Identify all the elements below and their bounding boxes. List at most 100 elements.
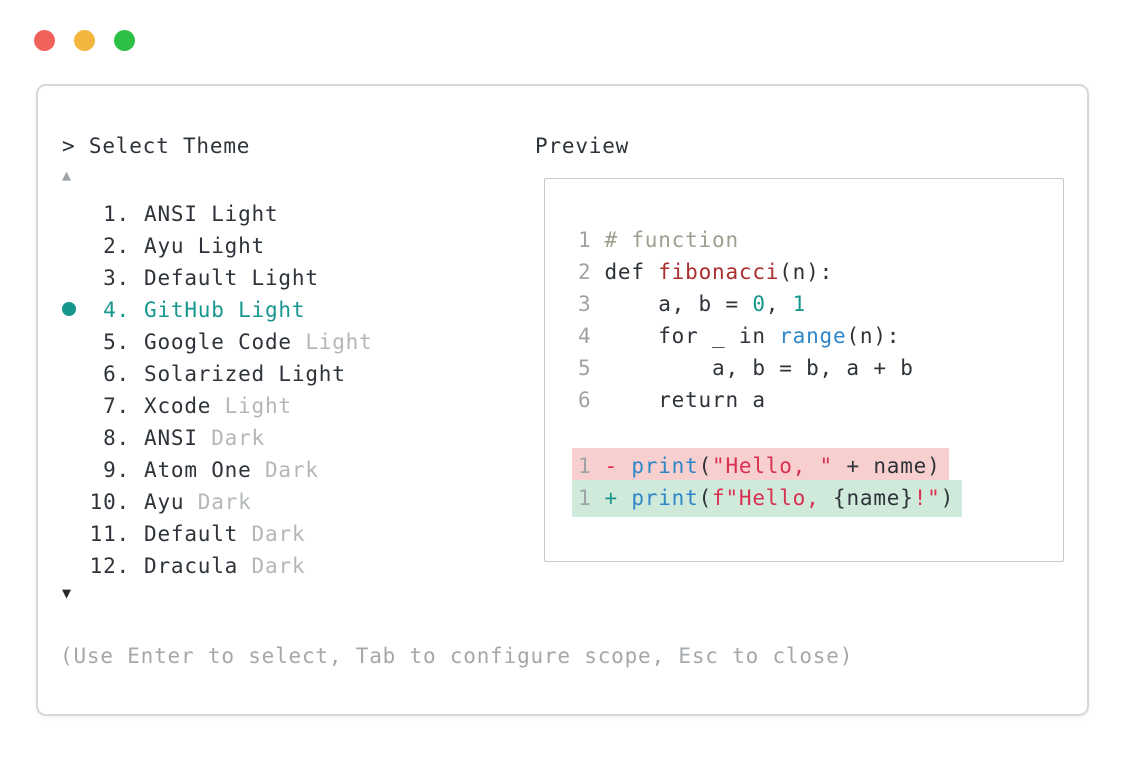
- theme-name: Dracula: [144, 554, 239, 578]
- scroll-up-icon[interactable]: ▲: [62, 166, 72, 184]
- zoom-button[interactable]: [114, 30, 135, 51]
- close-button[interactable]: [34, 30, 55, 51]
- theme-name: Google Code: [144, 330, 292, 354]
- code-line: 3 a, b = 0, 1: [578, 288, 1055, 320]
- line-number: 4: [578, 324, 592, 348]
- line-number: 1: [578, 228, 592, 252]
- diff-added-line: 1+ print(f"Hello, {name}!"): [572, 480, 1055, 517]
- marker-spacer: [62, 454, 86, 486]
- code-line: 1 # function: [578, 224, 1055, 256]
- theme-number: 2.: [103, 234, 130, 258]
- theme-item-ayu-dark[interactable]: 10. Ayu Dark: [62, 486, 532, 518]
- code-token-num: 1: [792, 292, 807, 316]
- scroll-down-icon[interactable]: ▼: [62, 584, 72, 602]
- theme-name: Ayu: [144, 490, 185, 514]
- theme-item-ansi-dark[interactable]: 8. ANSI Dark: [62, 422, 532, 454]
- line-number: 5: [578, 356, 592, 380]
- theme-item-ansi-light[interactable]: 1.ANSI Light: [62, 198, 532, 230]
- code-token-del: -: [604, 454, 632, 478]
- theme-name: ANSI Light: [144, 202, 279, 226]
- code-blank-line: [578, 416, 1055, 448]
- theme-item-xcode-light[interactable]: 7. Xcode Light: [62, 390, 532, 422]
- code-line: 4 for _ in range(n):: [578, 320, 1055, 352]
- selected-dot-icon: [62, 302, 76, 316]
- theme-name: Ayu Light: [144, 234, 265, 258]
- marker-spacer: [62, 518, 86, 550]
- theme-name: Atom One: [144, 458, 252, 482]
- theme-number: 10.: [89, 490, 130, 514]
- theme-item-google-code-light[interactable]: 5. Google Code Light: [62, 326, 532, 358]
- theme-item-default-light[interactable]: 3.Default Light: [62, 262, 532, 294]
- panel-title: > Select Theme: [62, 134, 251, 158]
- code-token-string: f"Hello,: [712, 486, 834, 510]
- code-token-text: (: [698, 454, 713, 478]
- code-line-content: 5 a, b = b, a + b: [578, 352, 914, 384]
- theme-variant: Dark: [238, 522, 306, 546]
- theme-item-atom-one-dark[interactable]: 9. Atom One Dark: [62, 454, 532, 486]
- diff-removed-line: 1- print("Hello, " + name): [572, 448, 1055, 485]
- theme-number: 4.: [103, 298, 130, 322]
- code-token-add: +: [604, 486, 632, 510]
- theme-item-ayu-light[interactable]: 2. Ayu Light: [62, 230, 532, 262]
- theme-item-solarized-light[interactable]: 6. Solarized Light: [62, 358, 532, 390]
- marker-spacer: [62, 198, 86, 230]
- code-token-builtin: range: [779, 324, 847, 348]
- preview-label: Preview: [535, 134, 630, 158]
- code-token-text: (n):: [846, 324, 901, 348]
- theme-number: 6.: [103, 362, 130, 386]
- code-token-comment: # function: [604, 228, 739, 252]
- code-token-string: "Hello, ": [712, 454, 834, 478]
- marker-spacer: [62, 390, 86, 422]
- marker-spacer: [62, 262, 86, 294]
- theme-number: 5.: [103, 330, 130, 354]
- minimize-button[interactable]: [74, 30, 95, 51]
- line-number: 2: [578, 260, 592, 284]
- code-token-text: ): [940, 486, 955, 510]
- code-line: 5 a, b = b, a + b: [578, 352, 1055, 384]
- code-token-func: fibonacci: [658, 260, 780, 284]
- code-token-builtin: print: [631, 486, 699, 510]
- code-token-text: ,: [765, 292, 793, 316]
- theme-name: GitHub Light: [144, 298, 306, 322]
- marker-spacer: [62, 422, 86, 454]
- theme-number: 8.: [103, 426, 130, 450]
- theme-selector-panel: > Select Theme ▲ 1.ANSI Light 2. Ayu Light…: [36, 84, 1089, 716]
- code-line-content: 1 # function: [578, 224, 739, 256]
- window-controls: [34, 30, 135, 51]
- code-token-text: return a: [604, 388, 766, 412]
- theme-variant: Light: [291, 330, 373, 354]
- theme-item-github-light[interactable]: 4. GitHub Light: [62, 294, 532, 326]
- theme-number: 7.: [103, 394, 130, 418]
- theme-variant: Dark: [197, 426, 265, 450]
- theme-item-default-dark[interactable]: 11. Default Dark: [62, 518, 532, 550]
- code-token-num: 0: [752, 292, 766, 316]
- code-token-text: a, b = b, a + b: [604, 356, 914, 380]
- code-token-text: for _ in: [604, 324, 780, 348]
- line-number: 1: [578, 486, 592, 510]
- marker-spacer: [62, 326, 86, 358]
- selected-indicator: [62, 294, 86, 326]
- marker-spacer: [62, 486, 86, 518]
- code-token-text: + name): [833, 454, 941, 478]
- theme-variant: Dark: [251, 458, 319, 482]
- theme-item-dracula-dark[interactable]: 12.Dracula Dark: [62, 550, 532, 582]
- theme-name: Default: [144, 522, 239, 546]
- line-number: 3: [578, 292, 592, 316]
- theme-name: Xcode: [144, 394, 212, 418]
- theme-name: ANSI: [144, 426, 198, 450]
- code-token-builtin: print: [631, 454, 699, 478]
- marker-spacer: [62, 550, 86, 582]
- code-token-text: (n):: [779, 260, 834, 284]
- code-line-content: 1+ print(f"Hello, {name}!"): [572, 480, 963, 517]
- code-token-text: {name}: [833, 486, 914, 510]
- theme-variant: Dark: [184, 490, 252, 514]
- theme-name: Solarized Light: [144, 362, 346, 386]
- theme-number: 9.: [103, 458, 130, 482]
- theme-number: 11.: [89, 522, 130, 546]
- theme-variant: Light: [211, 394, 292, 418]
